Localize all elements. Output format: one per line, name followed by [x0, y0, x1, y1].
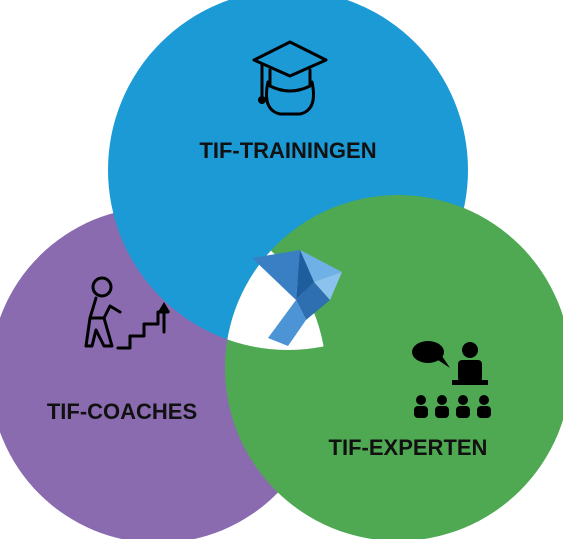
- circle-experten: [225, 195, 563, 539]
- audience-icon: [414, 395, 491, 418]
- label-trainingen: TIF-TRAININGEN: [199, 138, 376, 163]
- graduation-cap-icon: [252, 40, 328, 116]
- label-coaches: TIF-COACHES: [47, 399, 197, 424]
- origami-bird-logo: [252, 250, 342, 346]
- label-experten: TIF-EXPERTEN: [329, 435, 488, 460]
- climbing-stairs-icon: [84, 276, 170, 350]
- expert-audience-icon: [412, 341, 491, 418]
